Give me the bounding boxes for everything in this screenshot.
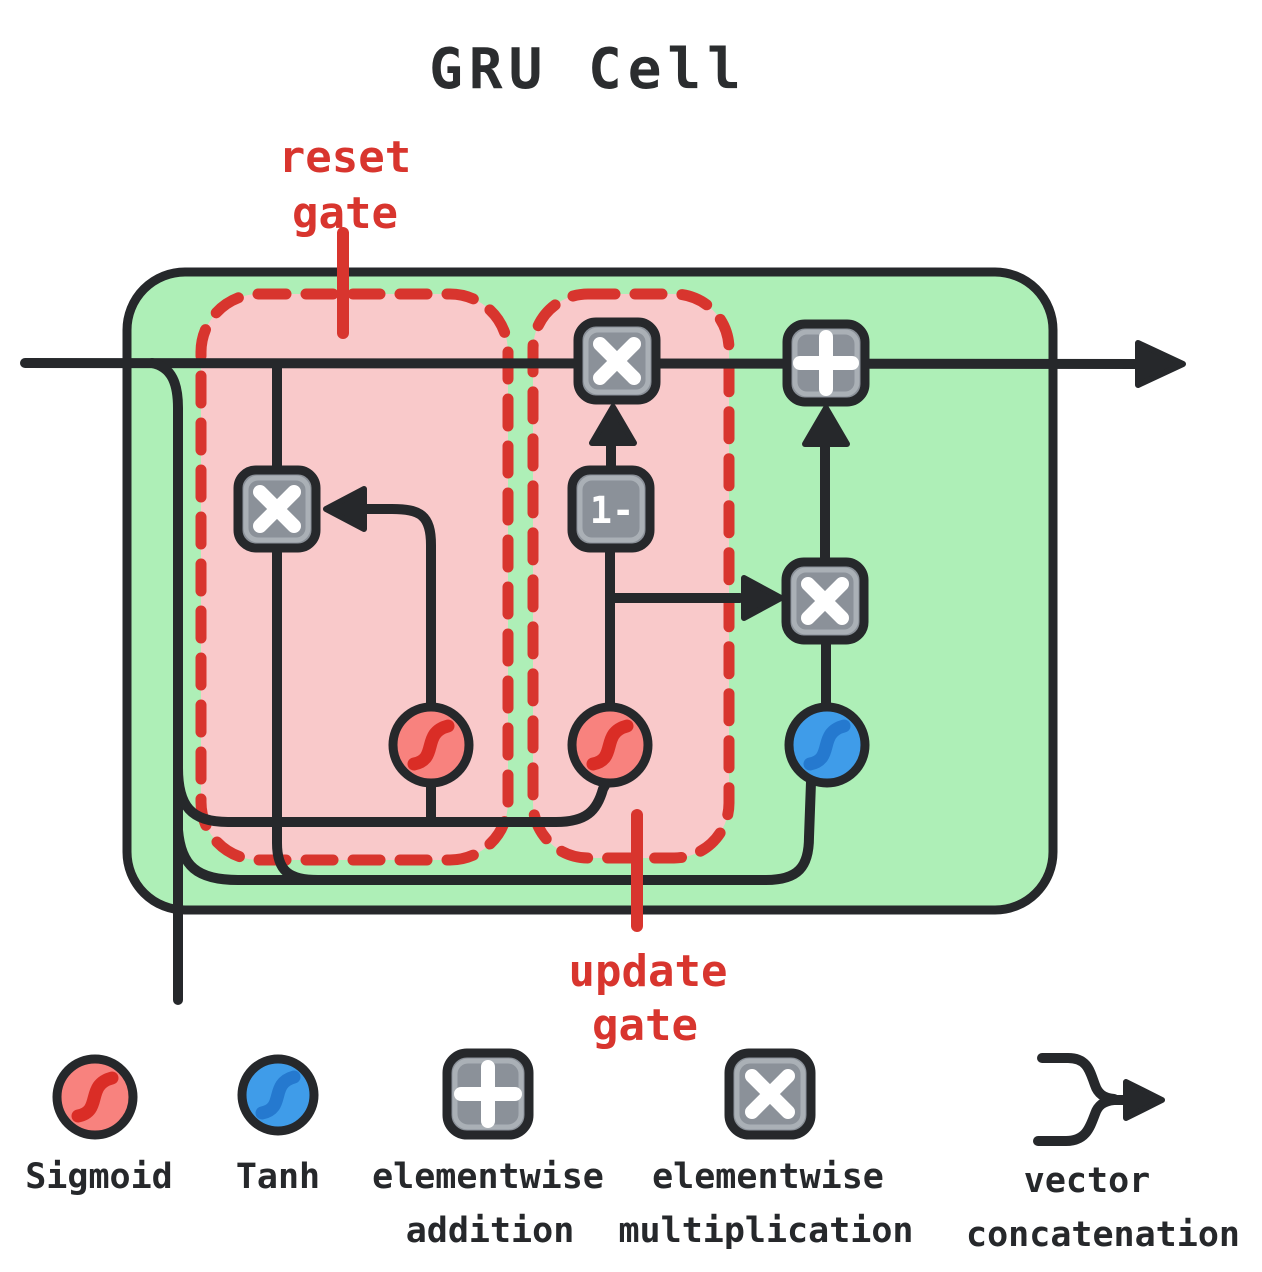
reset-mult-output-line	[272, 540, 323, 885]
elementwise-addition-icon	[454, 1060, 522, 1128]
update-gate-label-line1: update	[569, 946, 728, 997]
candidate-up-arrow-icon	[802, 405, 850, 447]
input-branch-line	[147, 358, 183, 1005]
vector-concatenation-arrow-icon	[1123, 1079, 1165, 1121]
tanh-curve-icon	[803, 719, 851, 771]
legend-label-addition-line2: addition	[406, 1211, 575, 1251]
reset-gate-region	[195, 288, 514, 866]
update-gate-label-line2: gate	[592, 1000, 698, 1051]
into-candidate-mult-arrow-icon	[741, 575, 784, 621]
concat-to-sigmoids-line	[173, 763, 612, 827]
reset-sigmoid-node	[388, 702, 474, 788]
vector-concatenation-icon	[1033, 1095, 1119, 1146]
multiply-icon	[253, 485, 301, 533]
into-reset-mult-arrow-icon	[323, 486, 367, 532]
tanh-node	[784, 702, 870, 788]
elementwise-multiplication-icon	[745, 1069, 795, 1119]
legend-item-elementwise-addition: elementwise addition	[372, 1048, 604, 1251]
sigmoid-curve-icon	[586, 719, 634, 771]
arrowheads	[323, 340, 1186, 621]
legend-item-sigmoid: Sigmoid	[25, 1054, 173, 1197]
legend: Sigmoid Tanh elementwise addition elemen…	[25, 1048, 1240, 1255]
sigmoid-curve-icon	[407, 719, 455, 771]
legend-label-sigmoid: Sigmoid	[25, 1157, 173, 1197]
node-box-highlight	[577, 475, 645, 543]
legend-label-concat-line1: vector	[1024, 1161, 1150, 1201]
node-box-highlight	[791, 567, 859, 635]
one-minus-up-arrow-icon	[589, 404, 637, 446]
node-box-highlight	[583, 327, 651, 395]
legend-item-tanh: Tanh	[236, 1054, 320, 1197]
legend-label-addition-line1: elementwise	[372, 1157, 604, 1197]
reset-sigmoid-output-line	[353, 504, 436, 713]
one-minus-label: 1-	[590, 489, 635, 532]
plus-icon	[793, 330, 859, 396]
legend-label-multiplication-line2: multiplication	[618, 1211, 913, 1251]
legend-item-elementwise-multiplication: elementwise multiplication	[618, 1048, 914, 1251]
multiply-icon	[593, 337, 641, 385]
candidate-mult-node	[781, 557, 869, 645]
node-box-highlight	[243, 475, 311, 543]
vector-concatenation-icon	[1037, 1053, 1119, 1104]
multiply-icon	[801, 577, 849, 625]
reset-mult-node	[233, 465, 321, 553]
reset-gate-label-line1: reset	[279, 132, 411, 183]
page-title: GRU Cell	[429, 37, 747, 102]
legend-label-concat-line2: concatenation	[966, 1215, 1240, 1255]
legend-label-multiplication-line1: elementwise	[652, 1157, 884, 1197]
output-arrow-icon	[1135, 340, 1186, 388]
one-minus-node: 1-	[567, 465, 655, 553]
update-gate-annotation: update gate	[569, 809, 728, 1051]
concat-to-tanh-line	[173, 777, 816, 885]
legend-item-vector-concatenation: vector concatenation	[966, 1053, 1240, 1255]
node-box-highlight	[734, 1058, 806, 1130]
tanh-curve-icon	[255, 1070, 301, 1120]
reset-gate-annotation: reset gate	[279, 132, 411, 339]
update-sigmoid-node	[567, 702, 653, 788]
legend-label-tanh: Tanh	[236, 1157, 320, 1197]
sigmoid-curve-icon	[71, 1071, 119, 1123]
node-box	[567, 465, 655, 553]
update-mult-node	[573, 317, 661, 405]
add-node	[782, 319, 870, 407]
